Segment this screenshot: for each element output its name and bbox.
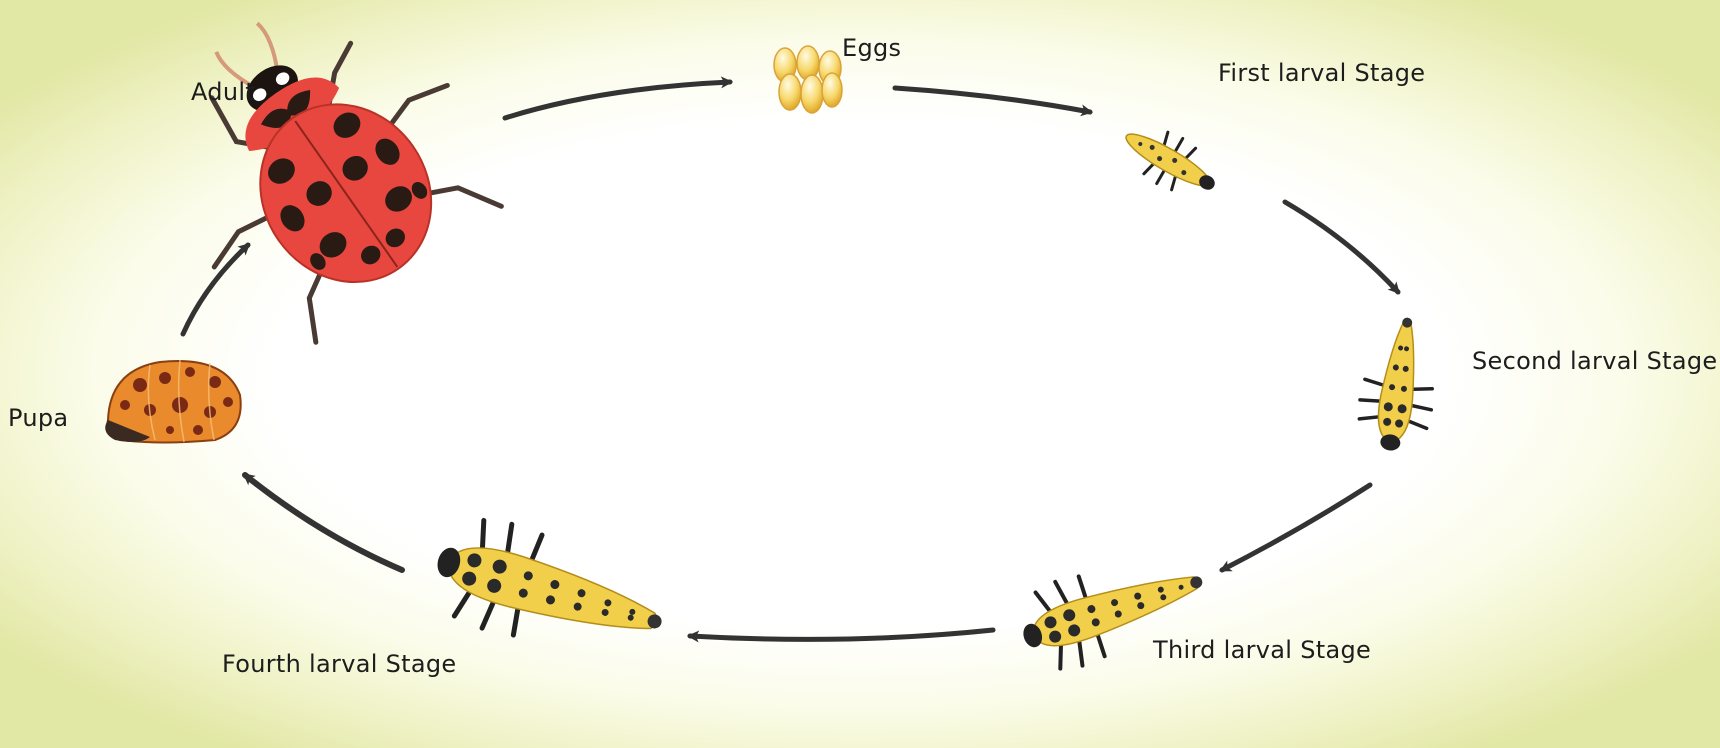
arrow-first-to-second <box>1282 199 1401 295</box>
stage-label-fourth-larval: Fourth larval Stage <box>222 650 457 678</box>
cycle-arrows <box>180 76 1401 643</box>
stage-label-eggs: Eggs <box>842 34 902 62</box>
egg-cluster-icon <box>773 45 843 114</box>
ladybug-adult-icon <box>209 21 504 345</box>
arrow-third-to-fourth <box>687 627 996 643</box>
stage-label-adult: Adult <box>191 78 256 106</box>
stage-label-third-larval: Third larval Stage <box>1153 636 1372 664</box>
stage-label-first-larval: First larval Stage <box>1218 59 1426 87</box>
third-larva-icon <box>1023 574 1203 671</box>
arrow-adult-to-eggs <box>502 76 733 121</box>
stage-label-second-larval: Second larval Stage <box>1472 347 1718 375</box>
arrow-pupa-to-adult <box>180 242 251 337</box>
pupa-icon <box>105 359 242 444</box>
arrow-second-to-third <box>1219 482 1373 573</box>
arrow-fourth-to-pupa <box>242 472 405 573</box>
stage-label-pupa: Pupa <box>8 404 69 432</box>
arrow-eggs-to-first <box>892 85 1093 117</box>
first-larva-icon <box>1125 130 1215 192</box>
second-larva-icon <box>1357 317 1434 451</box>
fourth-larva-icon <box>437 517 662 638</box>
